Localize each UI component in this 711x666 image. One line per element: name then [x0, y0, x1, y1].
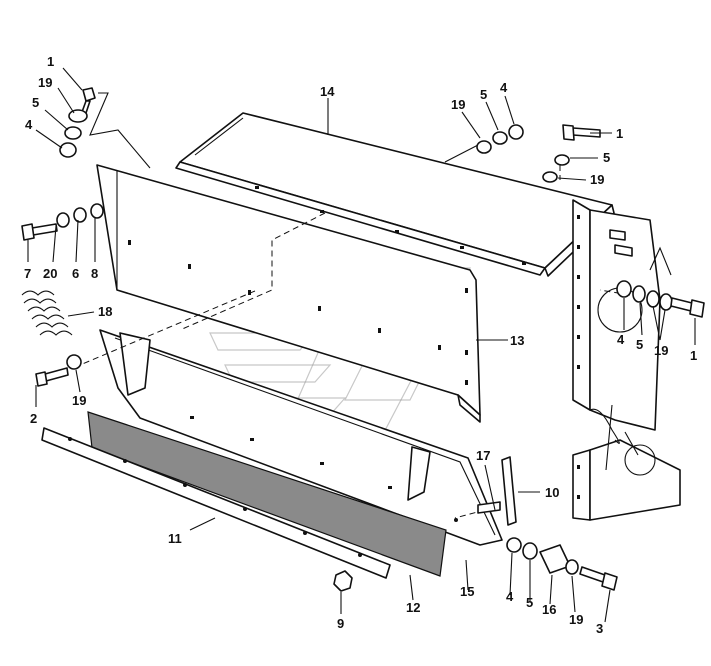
- callout-7: 7: [24, 266, 31, 281]
- fasteners-top-left: [59, 87, 151, 169]
- callout-1-right-frame: 1: [690, 348, 697, 363]
- callout-4-right: 4: [617, 332, 625, 347]
- callout-11: 11: [168, 531, 182, 546]
- callout-15: 15: [460, 584, 474, 599]
- callout-5-top-right: 5: [480, 87, 487, 102]
- fasteners-left-middle: [21, 203, 104, 387]
- callout-19-right-frame: 19: [654, 343, 668, 358]
- callout-20: 20: [43, 266, 57, 281]
- callout-6: 6: [72, 266, 79, 281]
- callout-9: 9: [337, 616, 344, 631]
- callout-5-bottom: 5: [526, 595, 533, 610]
- callout-12: 12: [406, 600, 420, 615]
- callout-14: 14: [320, 84, 335, 99]
- callout-4-top-left: 4: [25, 117, 33, 132]
- leader-lines: [27, 67, 696, 623]
- callout-8: 8: [91, 266, 98, 281]
- callout-19-right: 19: [590, 172, 604, 187]
- callout-2: 2: [30, 411, 37, 426]
- callout-4-top-right: 4: [500, 80, 508, 95]
- fasteners-right: [616, 280, 705, 318]
- callout-4-bottom: 4: [506, 589, 514, 604]
- callout-19-top-left: 19: [38, 75, 52, 90]
- fasteners-top-right: [476, 124, 601, 183]
- felt-seal-part-12: [87, 411, 447, 577]
- callout-3: 3: [596, 621, 603, 636]
- callout-19-top-right: 19: [451, 97, 465, 112]
- side-frame: [572, 199, 681, 521]
- callout-5-right-frame: 5: [636, 337, 643, 352]
- callout-labels: 1 19 5 4 14 19 5 4 1 5 19 7 20 6 8 18 2 …: [24, 54, 697, 636]
- callout-17: 17: [476, 448, 490, 463]
- callout-19-bottom: 19: [569, 612, 583, 627]
- clamping-strip-part-11: [41, 427, 391, 579]
- callout-13: 13: [510, 333, 524, 348]
- callout-1-top-right: 1: [616, 126, 623, 141]
- callout-1-top-left: 1: [47, 54, 54, 69]
- callout-19-left: 19: [72, 393, 86, 408]
- callout-18: 18: [98, 304, 112, 319]
- callout-5-right: 5: [603, 150, 610, 165]
- rear-panel-part-13: [96, 164, 481, 423]
- front-plate-part-15: [99, 329, 503, 546]
- fasteners-bottom-right: [333, 456, 618, 592]
- callout-5-top-left: 5: [32, 95, 39, 110]
- callout-10: 10: [545, 485, 559, 500]
- callout-16: 16: [542, 602, 556, 617]
